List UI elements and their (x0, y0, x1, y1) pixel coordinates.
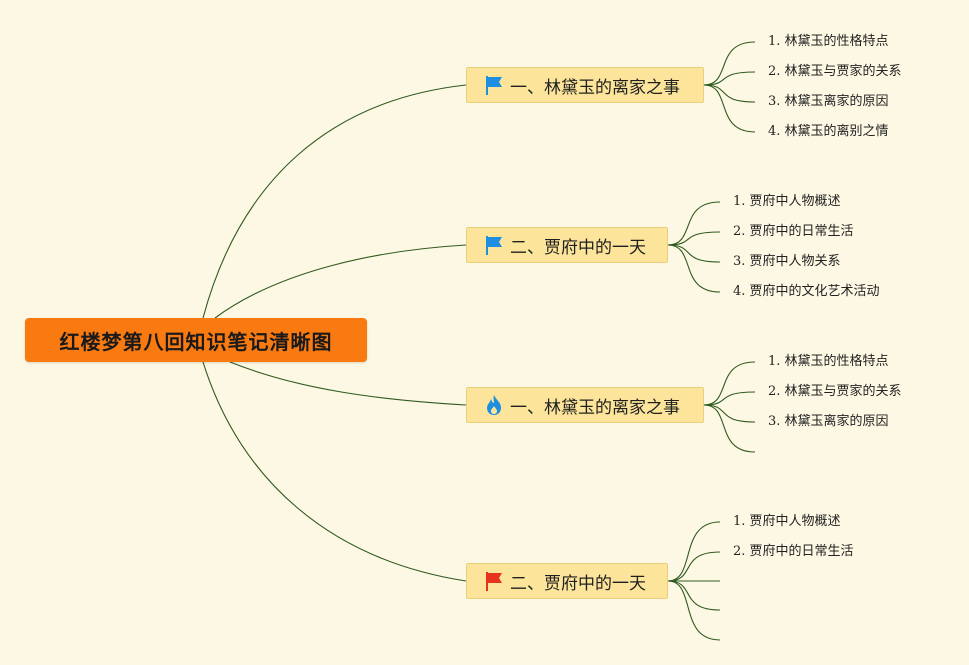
leaf-link-2-4 (667, 244, 721, 293)
leaf-2-1[interactable]: 1. 贾府中人物概述 (733, 194, 841, 209)
leaf-link-4-5 (667, 580, 721, 641)
leaf-link-1-2 (703, 71, 756, 86)
leaf-link-4-2 (667, 551, 721, 582)
root-link-1 (202, 84, 467, 319)
leaf-2-3[interactable]: 3. 贾府中人物关系 (733, 254, 841, 269)
branch-label: 二、贾府中的一天 (510, 573, 646, 594)
leaf-link-3-1 (703, 361, 756, 406)
branch-label: 一、林黛玉的离家之事 (510, 77, 680, 98)
flag-icon (486, 76, 502, 95)
leaf-2-2[interactable]: 2. 贾府中的日常生活 (733, 224, 854, 239)
leaf-3-3[interactable]: 3. 林黛玉离家的原因 (768, 414, 889, 429)
leaf-3-2[interactable]: 2. 林黛玉与贾家的关系 (768, 384, 902, 399)
leaf-link-4-4 (667, 580, 721, 611)
leaf-link-2-2 (667, 231, 721, 246)
root-link-2 (214, 244, 467, 319)
branch-node-4[interactable]: 二、贾府中的一天 (466, 563, 668, 599)
branch-node-1[interactable]: 一、林黛玉的离家之事 (466, 67, 704, 103)
branch-label: 二、贾府中的一天 (510, 237, 646, 258)
root-node[interactable]: 红楼梦第八回知识笔记清晰图 (25, 318, 367, 362)
leaf-link-3-3 (703, 404, 756, 423)
leaf-1-2[interactable]: 2. 林黛玉与贾家的关系 (768, 64, 902, 79)
leaf-1-3[interactable]: 3. 林黛玉离家的原因 (768, 94, 889, 109)
leaf-2-4[interactable]: 4. 贾府中的文化艺术活动 (733, 284, 880, 299)
leaf-link-1-3 (703, 84, 756, 103)
root-link-3 (229, 361, 467, 406)
flag-icon (486, 236, 502, 255)
leaf-link-1-1 (703, 41, 756, 86)
leaf-link-2-1 (667, 201, 721, 246)
leaf-link-2-3 (667, 244, 721, 263)
branch-node-2[interactable]: 二、贾府中的一天 (466, 227, 668, 263)
flag-icon (486, 572, 502, 591)
branch-label: 一、林黛玉的离家之事 (510, 397, 680, 418)
leaf-4-1[interactable]: 1. 贾府中人物概述 (733, 514, 841, 529)
leaf-3-1[interactable]: 1. 林黛玉的性格特点 (768, 354, 889, 369)
leaf-1-4[interactable]: 4. 林黛玉的离别之情 (768, 124, 889, 139)
root-label: 红楼梦第八回知识笔记清晰图 (59, 329, 333, 354)
root-link-4 (202, 361, 467, 582)
branch-node-3[interactable]: 一、林黛玉的离家之事 (466, 387, 704, 423)
leaf-link-3-2 (703, 391, 756, 406)
leaf-link-1-4 (703, 84, 756, 133)
leaf-1-1[interactable]: 1. 林黛玉的性格特点 (768, 34, 889, 49)
leaf-link-4-1 (667, 521, 721, 582)
leaf-link-3-4 (703, 404, 756, 453)
leaf-4-2[interactable]: 2. 贾府中的日常生活 (733, 544, 854, 559)
fire-icon (487, 395, 501, 415)
